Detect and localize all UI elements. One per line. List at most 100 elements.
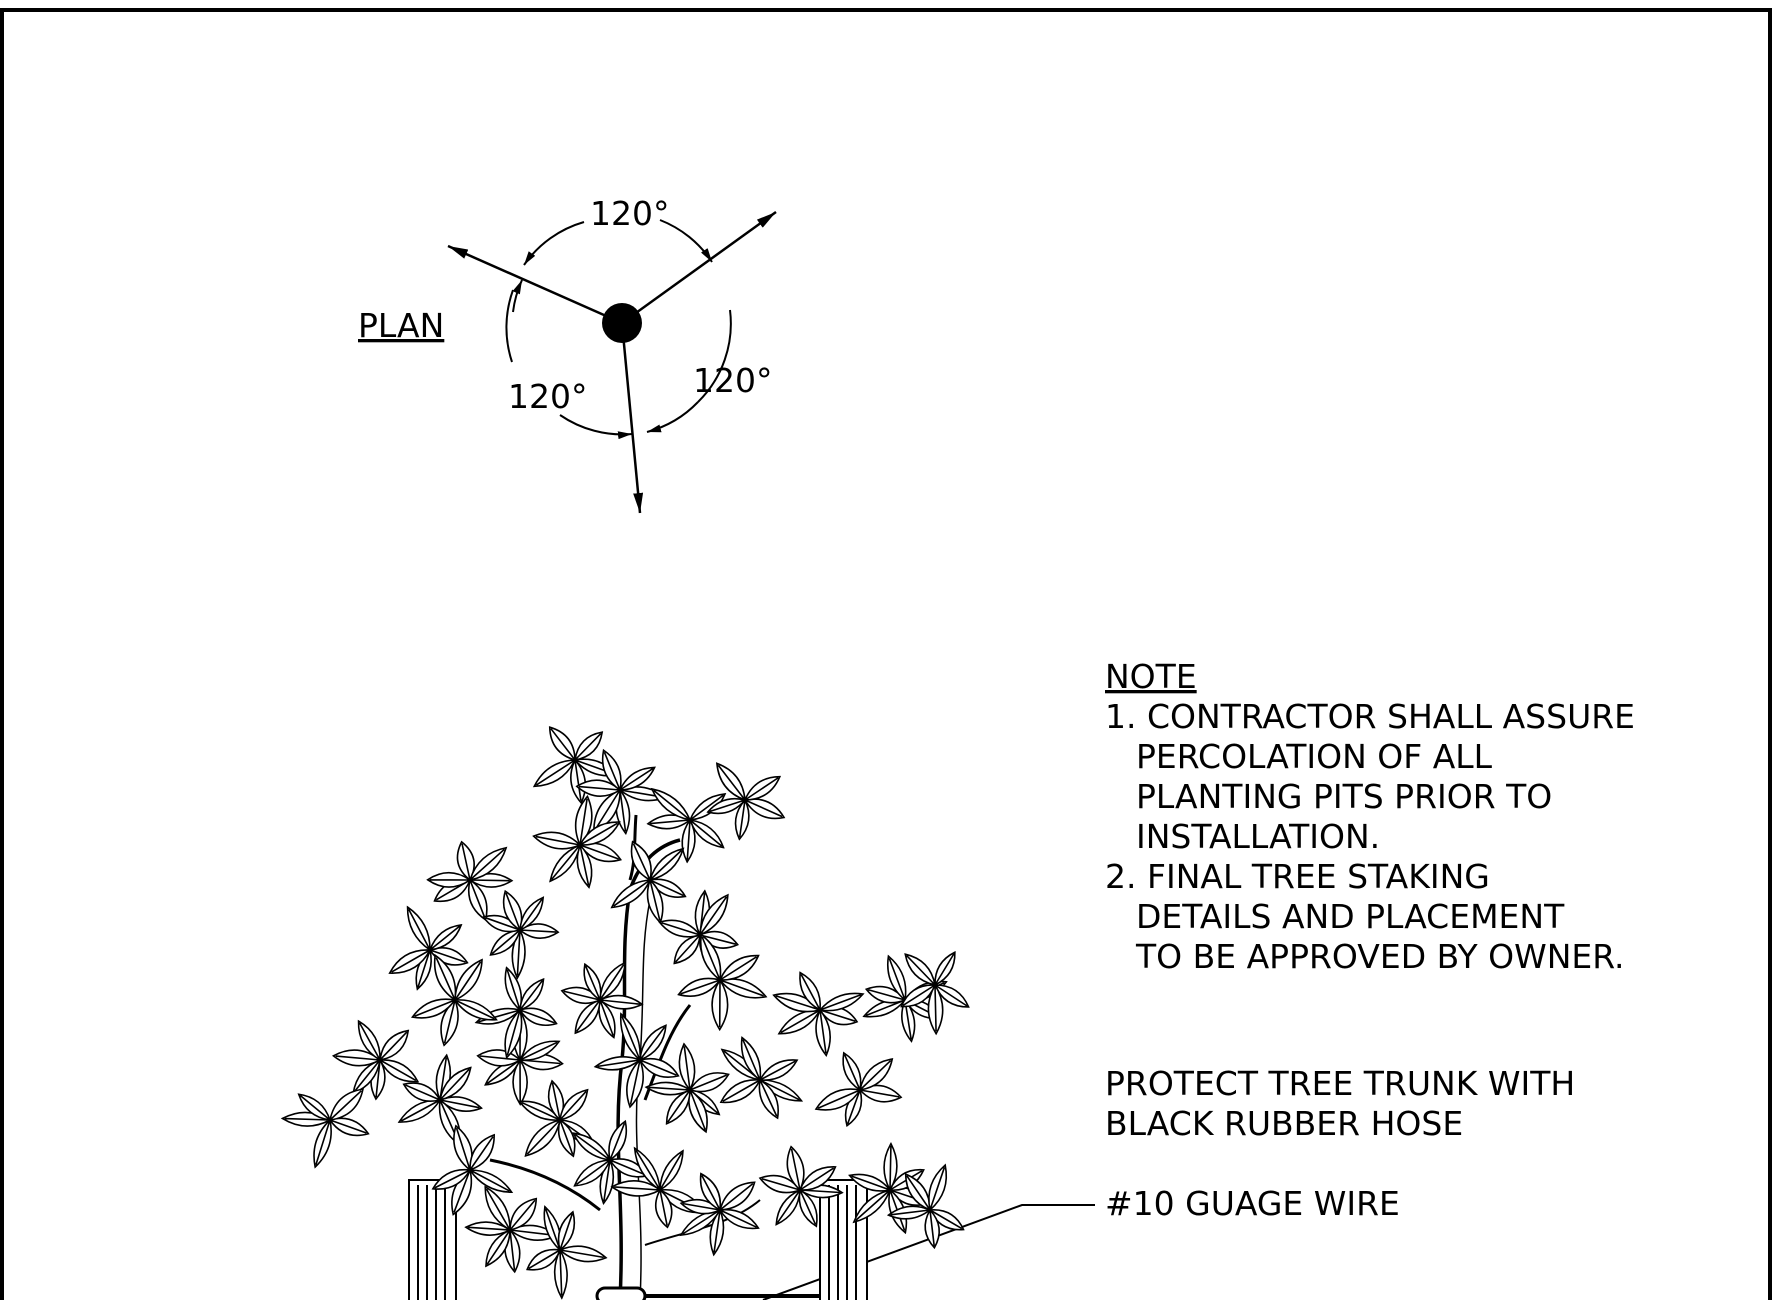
leaf: [900, 984, 936, 1008]
leaf: [557, 1210, 576, 1251]
leaf: [431, 1168, 471, 1190]
leaf: [619, 766, 656, 791]
leaf: [883, 1142, 898, 1191]
leaf: [397, 1099, 441, 1123]
leaf: [532, 759, 576, 788]
leaf: [758, 1174, 801, 1194]
angle-arc-left-upper: [512, 279, 523, 313]
tree-elevation: [280, 726, 970, 1300]
leaf: [786, 1145, 805, 1191]
leaf: [626, 1059, 644, 1109]
leaf: [502, 889, 523, 931]
rubber-hose: [595, 1286, 647, 1300]
leaf: [934, 984, 970, 1008]
branch-left-low: [489, 1158, 601, 1212]
leaf: [649, 847, 685, 881]
leaf: [689, 793, 727, 821]
leaf: [549, 844, 581, 883]
leaf: [573, 1159, 611, 1187]
leaf: [532, 831, 581, 850]
leaf: [610, 1180, 661, 1197]
leaf: [934, 950, 956, 986]
angle-arc-right: [697, 309, 732, 403]
leaf: [489, 929, 521, 956]
leaf: [659, 1149, 684, 1191]
leaf: [519, 896, 545, 931]
leaf: [526, 1248, 561, 1271]
leaf: [576, 844, 593, 889]
leaf: [759, 1059, 799, 1081]
leaf: [639, 1024, 667, 1061]
leaf: [650, 787, 691, 821]
leaf: [798, 1189, 818, 1228]
leaf: [601, 748, 622, 791]
leaf: [799, 1166, 837, 1191]
leaf: [864, 985, 906, 1004]
leaf: [758, 1079, 779, 1120]
leaf: [699, 933, 722, 981]
leaf: [658, 919, 701, 938]
leaf: [469, 1133, 495, 1171]
leaf: [557, 1119, 576, 1158]
leaf: [598, 999, 616, 1039]
leaf: [329, 1088, 364, 1121]
leaf: [848, 1173, 891, 1192]
leaf: [583, 962, 602, 1001]
plan-view: PLAN 120° 120° 120°: [358, 194, 777, 514]
leaf: [699, 1172, 722, 1211]
leaf: [454, 999, 498, 1021]
leaf: [665, 1089, 691, 1125]
leaf: [886, 1205, 931, 1220]
leaf: [429, 923, 463, 951]
leaf: [504, 1009, 523, 1060]
leaf: [715, 762, 746, 801]
leaf: [719, 978, 768, 999]
leaf: [439, 1096, 483, 1112]
note-line-5: 2. FINAL TREE STAKING: [1105, 857, 1490, 896]
note-line-4: INSTALLATION.: [1136, 817, 1380, 856]
leaf: [688, 1089, 708, 1134]
callout-protect-trunk-line2: BLACK RUBBER HOSE: [1105, 1104, 1463, 1143]
guy-line-down: [620, 322, 644, 514]
left-stake: [408, 1179, 457, 1300]
leaf: [654, 1189, 673, 1229]
leaf: [673, 934, 701, 965]
leaf: [924, 1209, 940, 1250]
leaf: [740, 1036, 762, 1081]
leaf: [519, 1040, 561, 1061]
branch-right-low: [644, 1199, 761, 1246]
leaf: [433, 953, 457, 1001]
callout-protect-trunk-line1: PROTECT TREE TRUNK WITH: [1105, 1064, 1575, 1103]
leaf: [504, 966, 523, 1011]
leaf: [744, 798, 786, 820]
leaf: [313, 1119, 332, 1169]
leaf: [633, 1146, 661, 1191]
leaf: [689, 819, 725, 849]
leaf: [379, 1059, 420, 1083]
tree-trunk-inner: [635, 899, 651, 1300]
leaf: [406, 905, 431, 951]
leaf: [904, 1172, 931, 1211]
leaf: [677, 977, 721, 997]
leaf: [927, 984, 944, 1036]
leaf: [852, 1189, 891, 1224]
leaf: [681, 819, 696, 864]
callouts: PROTECT TREE TRUNK WITH BLACK RUBBER HOS…: [762, 1064, 1575, 1300]
angle-arc-left: [505, 289, 514, 363]
note-title: NOTE: [1105, 657, 1197, 696]
leaf: [440, 999, 459, 1047]
leaf: [519, 1007, 558, 1027]
leaf: [547, 1079, 565, 1121]
leaf: [711, 979, 729, 1032]
leaf: [402, 1082, 441, 1102]
leaf: [644, 1081, 691, 1096]
leaf: [553, 1249, 568, 1300]
note-line-3: PLANTING PITS PRIOR TO: [1136, 777, 1552, 816]
notes-block: NOTE 1. CONTRACTOR SHALL ASSURE PERCOLAT…: [1105, 657, 1635, 976]
right-stake: [819, 1179, 868, 1300]
angle-label-right: 120°: [693, 361, 773, 400]
leaf: [608, 1119, 628, 1161]
leaf: [518, 1100, 561, 1121]
angle-arc-top-right: [659, 219, 713, 263]
leaf: [456, 840, 475, 881]
